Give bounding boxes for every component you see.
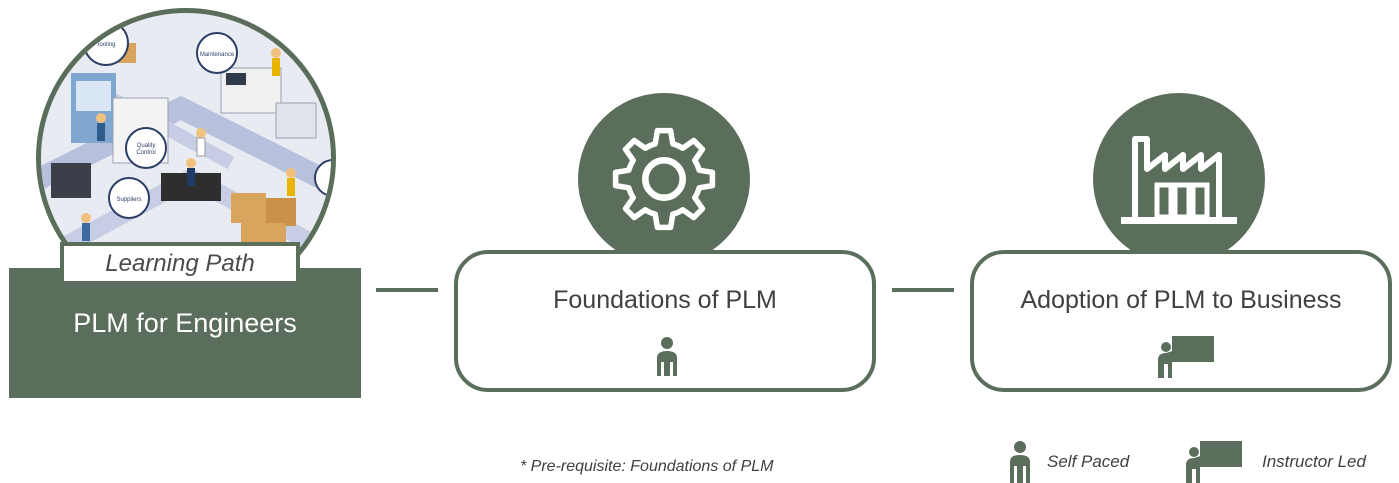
legend-self-paced: Self Paced: [1047, 452, 1130, 471]
connector-line: [892, 288, 954, 292]
learning-path-title: PLM for Engineers: [73, 308, 297, 338]
prerequisite-footnote: * Pre-requisite: Foundations of PLM: [520, 458, 774, 475]
course-title: Adoption of PLM to Business: [1020, 286, 1342, 314]
learning-path-box: [9, 268, 361, 398]
learning-path-tag: Learning Path: [60, 242, 300, 285]
legend-instructor-led: Instructor Led: [1262, 452, 1366, 471]
instructor-led-icon: [1186, 441, 1242, 483]
self-paced-person-icon: [1010, 441, 1030, 483]
course-icon-disc: [578, 93, 750, 265]
gear-icon: [612, 127, 716, 231]
course-card-adoption[interactable]: Adoption of PLM to Business: [970, 250, 1392, 392]
svg-text:Tooling: Tooling: [96, 42, 115, 48]
course-title: Foundations of PLM: [553, 286, 777, 314]
connector-line: [376, 288, 438, 292]
course-card-foundations[interactable]: Foundations of PLM: [454, 250, 876, 392]
course-icon-disc: [1093, 93, 1265, 265]
factory-illustration: Tooling Maintenance Quality Control Supp…: [36, 8, 336, 308]
svg-text:Maintenance: Maintenance: [200, 52, 235, 58]
self-paced-person-icon: [657, 337, 677, 376]
svg-text:Suppliers: Suppliers: [116, 197, 141, 203]
svg-text:Control: Control: [136, 150, 155, 156]
factory-icon: [1121, 136, 1237, 224]
svg-text:Quality: Quality: [137, 143, 156, 149]
instructor-led-icon: [1158, 336, 1214, 378]
